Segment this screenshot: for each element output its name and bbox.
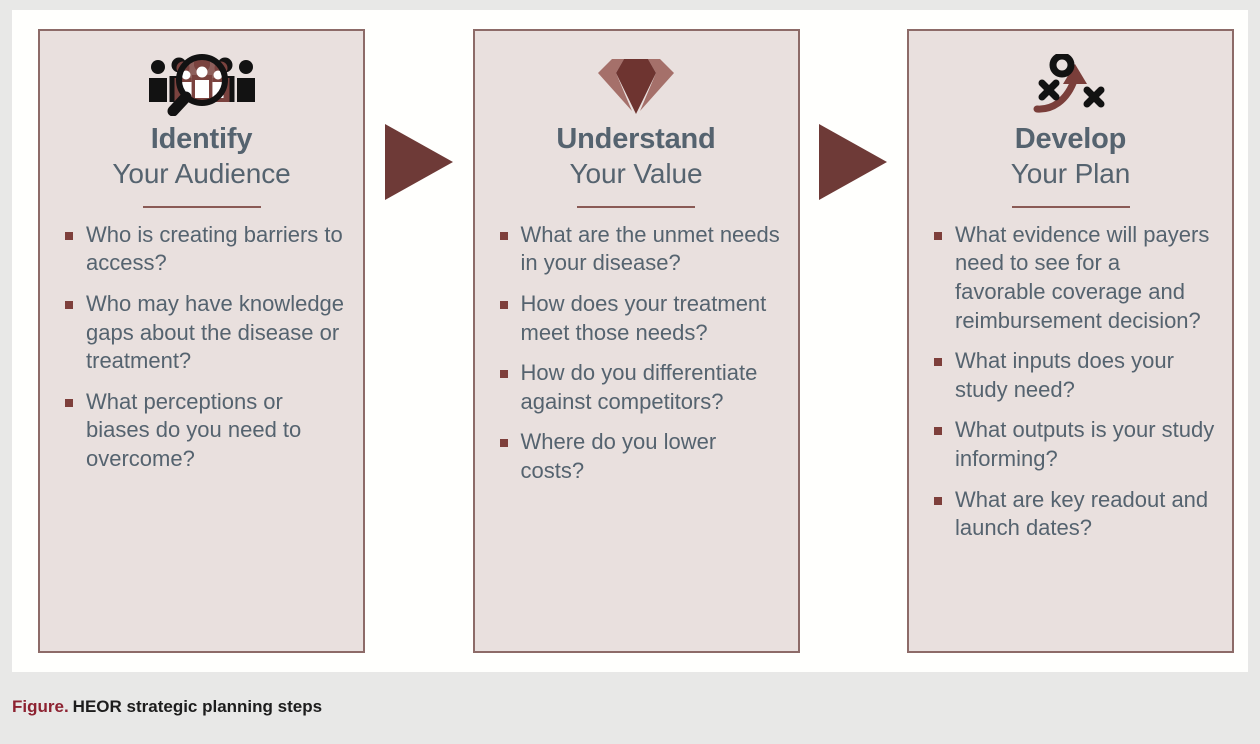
- panel-divider: [142, 205, 261, 208]
- caption-text: HEOR strategic planning steps: [72, 697, 323, 716]
- list-item: What are key readout and launch dates?: [925, 486, 1216, 543]
- diamond-gem-icon: [594, 53, 678, 117]
- step-bullet-list-identify: Who is creating barriers to access? Who …: [56, 221, 347, 474]
- list-item: How do you differentiate against competi…: [491, 359, 782, 416]
- step-heading-line2: Your Plan: [1010, 158, 1131, 190]
- arrow-step1-to-step2: [378, 29, 460, 653]
- steps-row: Identify Your Audience Who is creating b…: [12, 10, 1248, 672]
- strategy-playbook-icon: [1031, 53, 1111, 117]
- figure-caption: Figure.HEOR strategic planning steps: [12, 697, 322, 717]
- caption-label: Figure.: [12, 697, 69, 716]
- magnifier-over-people-icon: [146, 53, 258, 117]
- step-panel-identify: Identify Your Audience Who is creating b…: [38, 29, 365, 653]
- panel-divider: [577, 205, 695, 208]
- step-heading-identify: Identify Your Audience: [112, 123, 290, 190]
- step-heading-understand: Understand Your Value: [556, 123, 715, 190]
- list-item: What are the unmet needs in your disease…: [491, 221, 782, 278]
- list-item: What evidence will payers need to see fo…: [925, 221, 1216, 335]
- step-panel-develop: Develop Your Plan What evidence will pay…: [907, 29, 1234, 653]
- list-item: What outputs is your study informing?: [925, 416, 1216, 473]
- list-item: How does your treatment meet those needs…: [491, 290, 782, 347]
- figure-card: Identify Your Audience Who is creating b…: [12, 10, 1248, 672]
- list-item: Who is creating barriers to access?: [56, 221, 347, 278]
- arrow-step2-to-step3: [812, 29, 894, 653]
- list-item: Where do you lower costs?: [491, 428, 782, 485]
- step-heading-line2: Your Audience: [112, 158, 291, 190]
- panel-divider: [1011, 205, 1130, 208]
- list-item: What perceptions or biases do you need t…: [56, 388, 347, 474]
- step-heading-line1: Develop: [1014, 123, 1127, 155]
- step-heading-line1: Understand: [556, 123, 716, 155]
- step-panel-understand: Understand Your Value What are the unmet…: [472, 29, 800, 653]
- step-bullet-list-develop: What evidence will payers need to see fo…: [925, 221, 1216, 543]
- step-heading-line2: Your Value: [569, 158, 703, 190]
- list-item: Who may have knowledge gaps about the di…: [56, 290, 347, 376]
- step-bullet-list-understand: What are the unmet needs in your disease…: [491, 221, 782, 486]
- step-heading-develop: Develop Your Plan: [1011, 123, 1131, 190]
- list-item: What inputs does your study need?: [925, 347, 1216, 404]
- right-triangle-arrow-icon: [384, 124, 453, 200]
- right-triangle-arrow-icon: [819, 124, 888, 200]
- step-heading-line1: Identify: [150, 123, 253, 155]
